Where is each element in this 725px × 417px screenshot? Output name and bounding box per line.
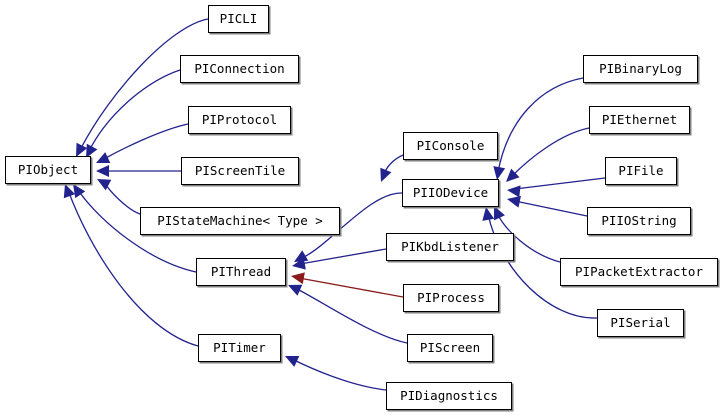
edge-piscreen-pithread-arrowhead (288, 284, 303, 296)
class-node-label: PIFile (618, 162, 664, 178)
class-node-pifile[interactable]: PIFile (605, 157, 677, 185)
class-node-label: PIThread (210, 263, 272, 279)
class-node-label: PIIODevice (412, 184, 489, 200)
edge-piiodevice-pithread (301, 192, 403, 259)
edge-pibinarylog-piiodevice-arrowhead (493, 166, 506, 180)
class-node-piconsole[interactable]: PIConsole (403, 132, 498, 160)
class-node-label: PIConsole (416, 137, 485, 153)
class-node-piconnection[interactable]: PIConnection (180, 55, 299, 83)
edge-piiostring-piiodevice (514, 200, 588, 217)
class-node-label: PIProtocol (201, 111, 278, 127)
edge-piprotocol-piobject-arrowhead (96, 152, 111, 163)
class-node-piiodevice[interactable]: PIIODevice (402, 179, 499, 207)
class-node-label: PIBinaryLog (599, 60, 682, 76)
class-node-piserial[interactable]: PISerial (597, 309, 684, 337)
class-node-label: PIDiagnostics (400, 387, 498, 403)
class-node-label: PIIOString (601, 212, 677, 228)
class-node-label: PIScreenTile (194, 162, 286, 178)
class-node-label: PITimer (213, 339, 266, 355)
edge-piprotocol-piobject (103, 123, 189, 160)
edge-picli-piobject (79, 18, 209, 151)
class-node-pikbdlistener[interactable]: PIKbdListener (386, 233, 514, 261)
edge-picli-piobject-arrowhead (76, 142, 88, 157)
class-node-piscreen[interactable]: PIScreen (407, 334, 493, 362)
class-node-piiostring[interactable]: PIIOString (587, 207, 691, 235)
edge-pidiagnostics-pitimer-arrowhead (285, 356, 300, 367)
class-node-pipacketextractor[interactable]: PIPacketExtractor (560, 258, 718, 286)
edge-pikbdlistener-pithread (299, 248, 387, 265)
class-node-label: PIScreen (419, 339, 481, 355)
class-node-pibinarylog[interactable]: PIBinaryLog (583, 55, 698, 83)
class-node-piscreentile[interactable]: PIScreenTile (181, 157, 299, 185)
edge-pifile-piiodevice-arrowhead (507, 185, 521, 198)
class-node-label: PISerial (610, 314, 671, 330)
edge-pithread-piobject-arrowhead (73, 184, 86, 199)
edge-pidiagnostics-pitimer (291, 358, 387, 391)
class-node-label: PIEthernet (601, 111, 678, 127)
edge-pipacketextractor-piiodev (496, 212, 561, 263)
edge-piserial-piiodevice-arrowhead (482, 207, 495, 221)
edge-piconnection-piobject-arrowhead (86, 143, 98, 158)
edge-pitimer-piobject (67, 189, 199, 347)
edge-pistatemachine-piobject-arrowhead (97, 179, 112, 191)
class-node-label: PICLI (219, 10, 258, 26)
class-node-piprocess[interactable]: PIProcess (403, 284, 499, 312)
class-node-label: PIKbdListener (401, 238, 499, 254)
class-node-label: PIProcess (417, 289, 485, 305)
edge-piscreentile-piobject-arrowhead (96, 165, 109, 177)
edge-pipacketextractor-piiodev-arrowhead (494, 206, 505, 221)
edge-pikbdlistener-pithread-arrowhead (292, 257, 306, 270)
edge-pithread-piobject (77, 189, 197, 273)
edge-piconnection-piobject (88, 69, 181, 152)
class-node-pidiagnostics[interactable]: PIDiagnostics (386, 382, 512, 410)
edge-pitimer-piobject-arrowhead (63, 184, 76, 199)
class-node-label: PIStateMachine< Type > (157, 212, 323, 228)
class-node-picli[interactable]: PICLI (208, 5, 269, 33)
edge-pifile-piiodevice (514, 177, 606, 190)
class-node-piobject[interactable]: PIObject (5, 156, 91, 184)
class-node-label: PIPacketExtractor (575, 263, 703, 279)
edge-piprocess-pithread (298, 277, 404, 298)
class-node-piprotocol[interactable]: PIProtocol (188, 106, 291, 134)
edge-piscreen-pithread (294, 287, 408, 344)
edge-piconsole-piiodevice-arrowhead (380, 167, 392, 182)
edge-piiostring-piiodevice-arrowhead (507, 195, 521, 208)
edge-piprocess-pithread-arrowhead (291, 272, 305, 285)
class-node-label: PIObject (17, 161, 79, 177)
edge-piethernet-piiodevice (511, 127, 590, 177)
class-node-pitimer[interactable]: PITimer (198, 334, 281, 362)
edge-pistatemachine-piobject (103, 181, 141, 215)
class-node-piethernet[interactable]: PIEthernet (589, 106, 690, 134)
edge-piethernet-piiodevice-arrowhead (506, 168, 520, 182)
edge-pibinarylog-piiodevice (497, 77, 584, 173)
class-node-pistatemachine[interactable]: PIStateMachine< Type > (140, 207, 340, 235)
edge-piiodevice-pithread-arrowhead (294, 250, 309, 262)
class-node-pithread[interactable]: PIThread (196, 258, 286, 286)
class-node-label: PIConnection (194, 60, 285, 76)
